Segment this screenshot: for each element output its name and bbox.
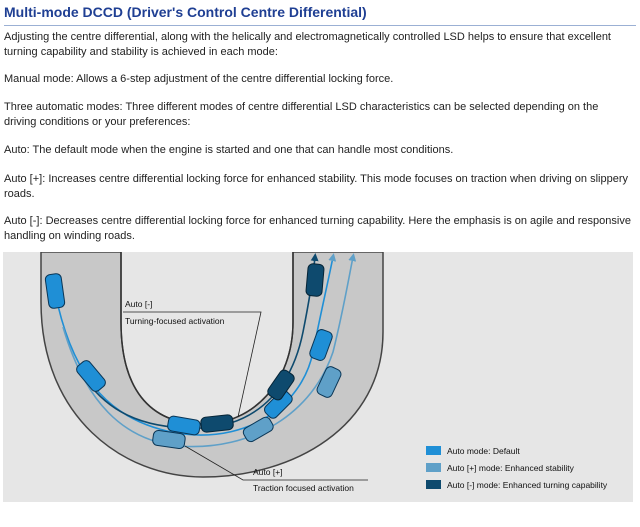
car-auto-start — [44, 273, 66, 309]
car-auto-minus-top — [305, 263, 325, 297]
car-auto-bottom — [167, 415, 201, 436]
legend: Auto mode: Default Auto [+] mode: Enhanc… — [426, 446, 608, 490]
callout-plus-line — [184, 445, 368, 481]
car-auto-mid — [264, 390, 293, 419]
callout-minus-title: Auto [-] — [125, 299, 152, 309]
legend-swatch-auto — [426, 446, 441, 455]
callout-plus-title: Auto [+] — [253, 467, 283, 477]
manual-mode-paragraph: Manual mode: Allows a 6-step adjustment … — [4, 73, 394, 85]
callout-minus-line — [123, 311, 262, 418]
car-auto-minus-1 — [76, 360, 106, 392]
legend-swatch-auto-plus — [426, 463, 441, 472]
auto-minus-paragraph: Auto [-]: Decreases centre differential … — [4, 215, 631, 242]
auto-plus-paragraph: Auto [+]: Increases centre differential … — [4, 173, 628, 200]
intro-paragraph: Adjusting the centre differential, along… — [4, 31, 611, 58]
page-title: Multi-mode DCCD (Driver's Control Centre… — [4, 4, 636, 26]
trajectory-auto-minus — [77, 253, 319, 429]
car-auto-minus-bottom — [200, 414, 234, 433]
legend-label-auto-minus: Auto [-] mode: Enhanced turning capabili… — [447, 480, 608, 490]
car-auto-plus-bottom — [152, 429, 186, 450]
car-auto-minus-mid — [267, 369, 295, 401]
automatic-modes-paragraph: Three automatic modes: Three different m… — [4, 101, 599, 128]
callout-plus-subtitle: Traction focused activation — [253, 483, 354, 493]
track-illustration: Auto [-] Turning-focused activation Auto… — [40, 252, 608, 493]
callout-minus-subtitle: Turning-focused activation — [125, 316, 225, 326]
car-auto-plus-upper — [316, 366, 342, 398]
legend-label-auto-plus: Auto [+] mode: Enhanced stability — [447, 463, 575, 473]
car-auto-plus-mid — [242, 416, 274, 443]
auto-paragraph: Auto: The default mode when the engine i… — [4, 144, 454, 156]
legend-swatch-auto-minus — [426, 480, 441, 489]
dccd-diagram: Auto [-] Turning-focused activation Auto… — [3, 252, 633, 502]
legend-label-auto: Auto mode: Default — [447, 446, 520, 456]
car-auto-upper — [309, 329, 333, 361]
